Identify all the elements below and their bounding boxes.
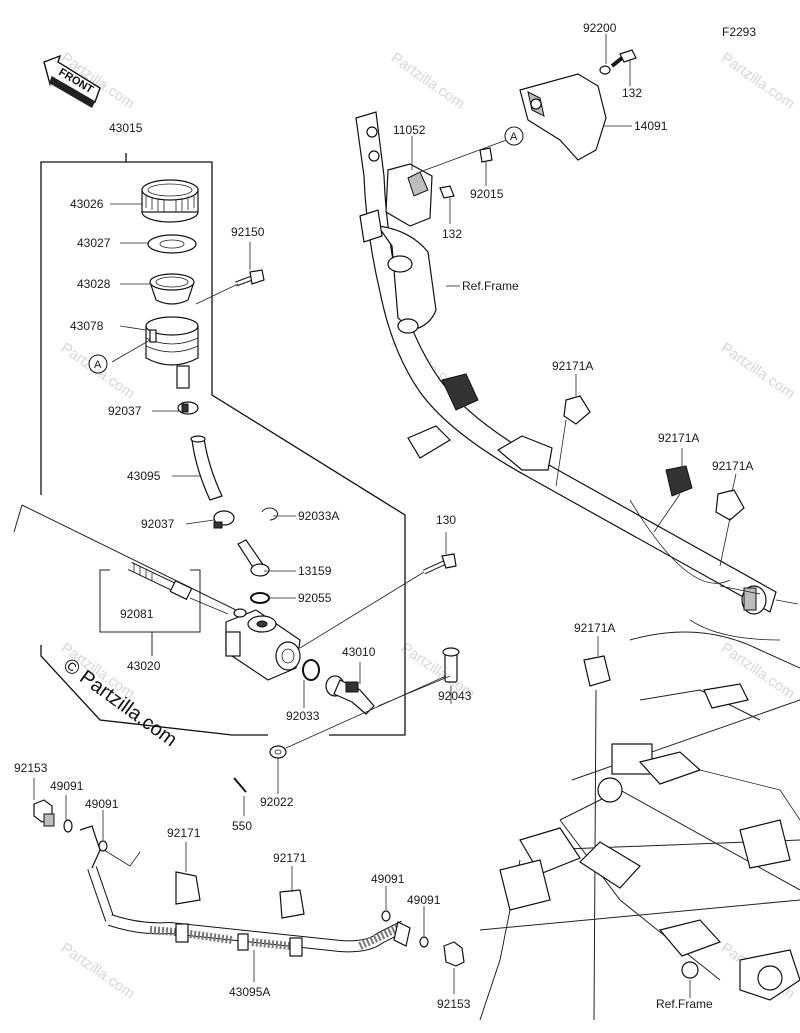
snap-ring xyxy=(302,659,320,681)
part-number: 43095 xyxy=(127,469,161,483)
part-number: 92043 xyxy=(438,689,472,703)
bolt xyxy=(235,269,265,287)
frame-upper xyxy=(355,111,799,615)
part-number: 49091 xyxy=(50,779,84,793)
part-number: 43078 xyxy=(70,319,104,333)
callout-a-label: A xyxy=(94,359,102,371)
part-number: 92022 xyxy=(260,795,294,809)
part-number: 92015 xyxy=(470,187,504,201)
frame-lower xyxy=(479,499,800,1021)
frame-reference: Ref.Frame xyxy=(656,997,713,1011)
part-number: 92200 xyxy=(583,21,617,35)
callout-a: A xyxy=(504,126,524,146)
callout-a: A xyxy=(88,354,108,374)
part-number: 43095A xyxy=(229,985,270,999)
hose-clamp xyxy=(213,510,235,529)
frame-reference: Ref.Frame xyxy=(462,279,519,293)
watermark: Partzilla.com xyxy=(718,49,798,112)
frame-cover xyxy=(519,73,607,161)
part-number: 92171A xyxy=(658,431,699,445)
circlip xyxy=(261,507,279,521)
part-number: 11052 xyxy=(393,123,426,137)
part-number: 92171A xyxy=(712,459,753,473)
part-number: 92153 xyxy=(14,761,48,775)
part-number: 43010 xyxy=(342,645,376,659)
part-number: 43028 xyxy=(77,277,111,291)
leader-lines-upper xyxy=(411,34,737,656)
part-number: 49091 xyxy=(407,893,441,907)
callout-a-label: A xyxy=(510,131,518,143)
copyright-watermark: © Partzilla.com xyxy=(59,654,181,751)
leader-lines-lower xyxy=(33,778,455,994)
part-number: 550 xyxy=(232,819,252,833)
part-number: 43027 xyxy=(77,236,111,250)
part-number: 92055 xyxy=(298,591,332,605)
wire-clamp xyxy=(583,655,611,687)
part-number: 92171A xyxy=(574,621,615,635)
leader-lines xyxy=(110,203,452,816)
part-number: 43020 xyxy=(127,659,161,673)
inlet-fitting xyxy=(237,539,270,577)
part-number: 130 xyxy=(436,513,456,527)
push-rod xyxy=(325,675,375,715)
part-number: 49091 xyxy=(85,797,119,811)
piston-kit xyxy=(128,561,193,601)
wire-clamp xyxy=(563,395,591,425)
cotter-pin xyxy=(233,777,247,793)
part-number: 92171 xyxy=(273,851,307,865)
part-number: 92037 xyxy=(108,404,142,418)
part-number: 43026 xyxy=(70,197,104,211)
bolt xyxy=(422,553,457,575)
o-ring xyxy=(250,592,270,604)
watermark: Partzilla.com xyxy=(718,339,798,402)
bolt xyxy=(439,185,455,199)
clevis-pin xyxy=(442,647,460,683)
wire-clamp xyxy=(715,489,745,521)
mounting-bracket xyxy=(359,163,433,243)
part-number: 92033A xyxy=(298,509,339,523)
part-number: 92153 xyxy=(437,997,471,1011)
bracket-line xyxy=(99,569,201,633)
diaphragm xyxy=(149,273,195,305)
collar xyxy=(479,147,493,163)
part-number: 132 xyxy=(622,86,642,100)
part-labels: 43015 43026 43027 43028 43078 92150 9203… xyxy=(14,21,753,1011)
part-number: 132 xyxy=(442,227,462,241)
reservoir-cap xyxy=(141,179,199,223)
part-number: 92081 xyxy=(120,607,154,621)
part-number: 49091 xyxy=(371,872,405,886)
wire-clamp xyxy=(665,465,693,497)
diagram-code: F2293 xyxy=(722,25,756,39)
master-cylinder-body xyxy=(225,608,301,681)
hose-clamp xyxy=(177,401,199,415)
diaphragm-plate xyxy=(147,234,197,254)
washer xyxy=(599,65,611,75)
part-number: 92171A xyxy=(552,359,593,373)
part-number: 13159 xyxy=(298,564,332,578)
watermark: Partzilla.com xyxy=(388,49,468,112)
part-number: 92037 xyxy=(141,517,175,531)
part-number: 92171 xyxy=(167,826,201,840)
bolt xyxy=(610,49,637,68)
reservoir-hose xyxy=(190,435,223,501)
part-number: 92033 xyxy=(286,709,320,723)
part-number: 92150 xyxy=(231,225,265,239)
watermark: Partzilla.com xyxy=(58,939,138,1002)
washer xyxy=(269,745,287,759)
part-number: 14091 xyxy=(634,119,668,133)
assembly-outline xyxy=(13,153,406,736)
reservoir-tank xyxy=(145,316,199,389)
part-number: 43015 xyxy=(109,121,143,135)
brake-hose-assembly xyxy=(33,799,465,967)
